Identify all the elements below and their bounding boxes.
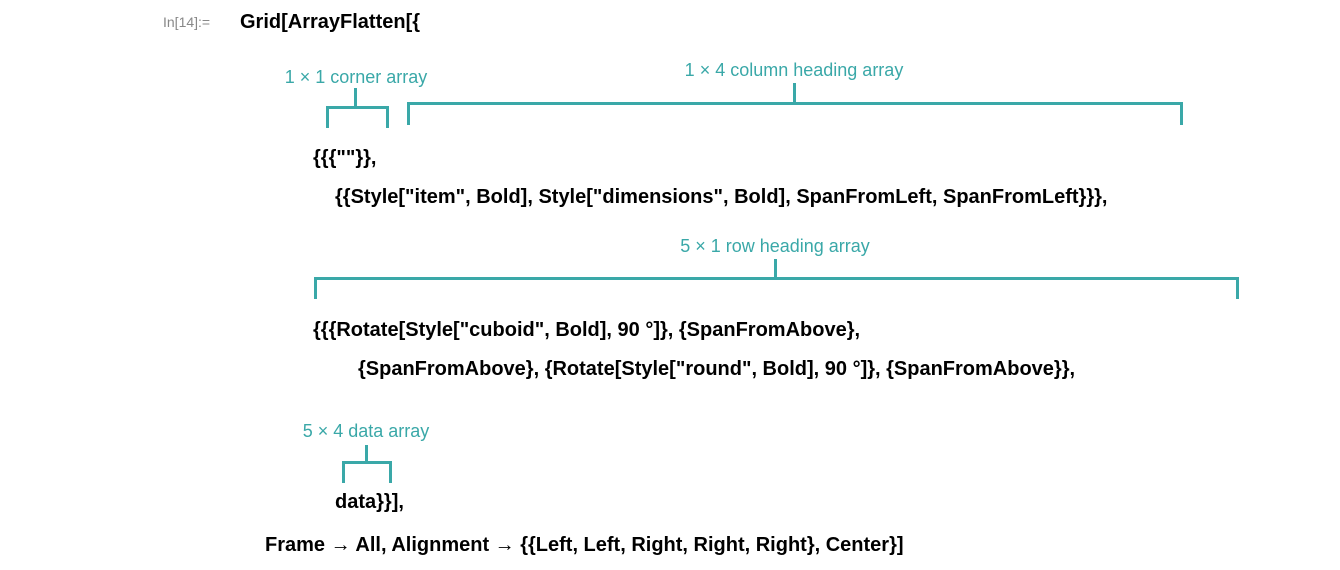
code-line-grid[interactable]: Grid[ArrayFlatten[{ — [240, 11, 421, 33]
column-heading-bracket — [407, 102, 1183, 125]
code-line-row-headings-1[interactable]: {{{Rotate[Style["cuboid", Bold], 90 °]},… — [313, 319, 861, 341]
corner-bracket-stem — [354, 88, 357, 108]
data-bracket — [342, 461, 392, 483]
code-line-options[interactable]: Frame → All, Alignment → {{Left, Left, R… — [265, 534, 904, 556]
row-heading-array-label: 5 × 1 row heading array — [680, 236, 870, 256]
code-line-data[interactable]: data}}], — [335, 491, 404, 513]
code-line-column-headings[interactable]: {{Style["item", Bold], Style["dimensions… — [335, 186, 1108, 208]
data-bracket-stem — [365, 445, 368, 463]
input-prompt-label: In[14]:= — [163, 14, 211, 30]
code-line-row-headings-2[interactable]: {SpanFromAbove}, {Rotate[Style["round", … — [358, 358, 1076, 380]
code-line-corner[interactable]: {{{""}}, — [313, 147, 377, 169]
column-heading-array-label: 1 × 4 column heading array — [684, 60, 904, 80]
corner-array-label: 1 × 1 corner array — [284, 67, 428, 87]
row-heading-bracket — [314, 277, 1239, 299]
row-heading-bracket-stem — [774, 259, 777, 279]
corner-bracket — [326, 106, 389, 128]
column-heading-bracket-stem — [793, 83, 796, 104]
data-array-label: 5 × 4 data array — [302, 421, 430, 441]
